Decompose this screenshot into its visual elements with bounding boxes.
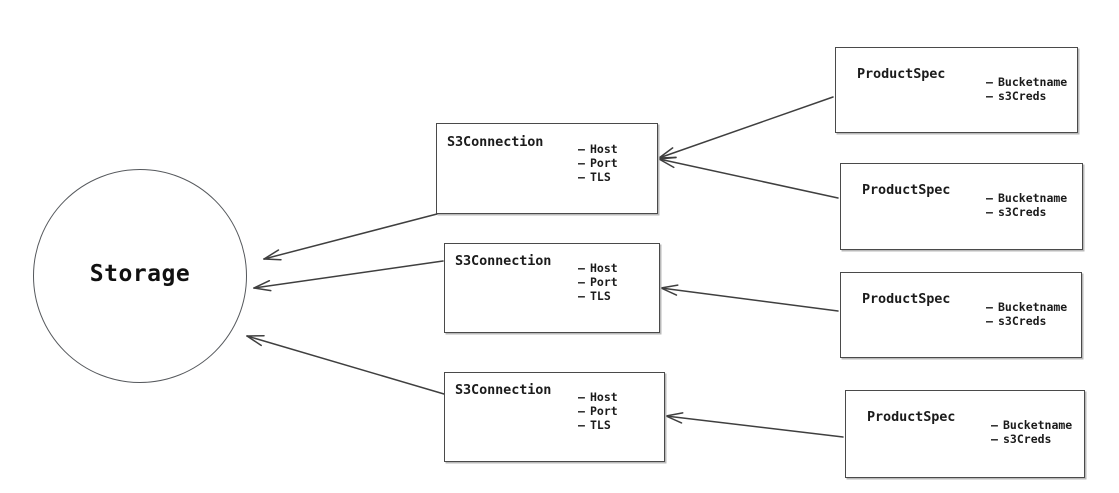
s3connection-node-2[interactable]	[444, 243, 660, 333]
productspec-attributes-2: –Bucketname–s3Creds	[986, 191, 1067, 219]
attribute-label: Host	[590, 390, 618, 404]
attribute-label: Bucketname	[998, 300, 1068, 314]
attribute-item: –Host	[578, 390, 618, 404]
s3connection-attributes-1: –Host–Port–TLS	[578, 142, 618, 184]
attribute-label: Host	[590, 261, 618, 275]
attribute-item: –s3Creds	[986, 205, 1067, 219]
bullet-dash-icon: –	[986, 314, 993, 328]
productspec-title-1: ProductSpec	[857, 66, 946, 82]
bullet-dash-icon: –	[578, 418, 585, 432]
attribute-item: –Port	[578, 275, 618, 289]
attribute-item: –Bucketname	[986, 300, 1067, 314]
attribute-item: –Host	[578, 261, 618, 275]
productspec-attributes-4: –Bucketname–s3Creds	[991, 418, 1072, 446]
s3connection-title-1: S3Connection	[447, 134, 544, 150]
bullet-dash-icon: –	[578, 170, 585, 184]
bullet-dash-icon: –	[986, 89, 993, 103]
attribute-label: Bucketname	[1003, 418, 1073, 432]
attribute-item: –Host	[578, 142, 618, 156]
bullet-dash-icon: –	[578, 289, 585, 303]
attribute-label: TLS	[590, 289, 611, 303]
arrow-productspec-3-to-s3connection-2	[660, 284, 839, 312]
attribute-item: –s3Creds	[986, 89, 1067, 103]
attribute-item: –Bucketname	[986, 75, 1067, 89]
bullet-dash-icon: –	[578, 275, 585, 289]
attribute-label: Port	[590, 156, 618, 170]
bullet-dash-icon: –	[991, 432, 998, 446]
attribute-item: –s3Creds	[986, 314, 1067, 328]
arrow-s3connection-2-to-storage	[253, 260, 444, 292]
attribute-item: –TLS	[578, 170, 618, 184]
attribute-label: s3Creds	[998, 205, 1047, 219]
arrow-layer	[246, 96, 844, 438]
arrow-productspec-4-to-s3connection-3	[665, 412, 844, 438]
attribute-item: –Port	[578, 156, 618, 170]
productspec-title-2: ProductSpec	[862, 182, 951, 198]
bullet-dash-icon: –	[578, 261, 585, 275]
attribute-item: –Bucketname	[991, 418, 1072, 432]
s3connection-attributes-2: –Host–Port–TLS	[578, 261, 618, 303]
attribute-label: TLS	[590, 170, 611, 184]
arrow-s3connection-1-to-storage	[263, 213, 438, 261]
attribute-label: s3Creds	[998, 314, 1047, 328]
bullet-dash-icon: –	[986, 75, 993, 89]
s3connection-attributes-3: –Host–Port–TLS	[578, 390, 618, 432]
attribute-label: Port	[590, 275, 618, 289]
attribute-label: s3Creds	[1003, 432, 1052, 446]
arrow-productspec-1-to-s3connection-1	[658, 96, 834, 159]
bullet-dash-icon: –	[991, 418, 998, 432]
arrow-productspec-2-to-s3connection-1	[658, 156, 839, 199]
s3connection-node-3[interactable]	[444, 372, 665, 462]
productspec-title-4: ProductSpec	[867, 409, 956, 425]
attribute-label: Bucketname	[998, 75, 1068, 89]
bullet-dash-icon: –	[986, 205, 993, 219]
s3connection-node-1[interactable]	[436, 123, 658, 214]
s3connection-title-3: S3Connection	[455, 382, 552, 398]
storage-circle-node[interactable]	[33, 169, 247, 383]
attribute-label: TLS	[590, 418, 611, 432]
s3connection-title-2: S3Connection	[455, 253, 552, 269]
attribute-label: Host	[590, 142, 618, 156]
attribute-item: –s3Creds	[991, 432, 1072, 446]
storage-label: Storage	[89, 261, 191, 287]
bullet-dash-icon: –	[578, 142, 585, 156]
attribute-label: s3Creds	[998, 89, 1047, 103]
productspec-attributes-3: –Bucketname–s3Creds	[986, 300, 1067, 328]
attribute-label: Bucketname	[998, 191, 1068, 205]
bullet-dash-icon: –	[578, 156, 585, 170]
productspec-node-2[interactable]	[840, 163, 1083, 250]
bullet-dash-icon: –	[986, 300, 993, 314]
attribute-item: –Bucketname	[986, 191, 1067, 205]
productspec-title-3: ProductSpec	[862, 291, 951, 307]
attribute-label: Port	[590, 404, 618, 418]
arrow-s3connection-3-to-storage	[246, 335, 445, 395]
attribute-item: –TLS	[578, 418, 618, 432]
productspec-node-1[interactable]	[835, 47, 1078, 133]
attribute-item: –TLS	[578, 289, 618, 303]
bullet-dash-icon: –	[986, 191, 993, 205]
productspec-attributes-1: –Bucketname–s3Creds	[986, 75, 1067, 103]
bullet-dash-icon: –	[578, 390, 585, 404]
attribute-item: –Port	[578, 404, 618, 418]
productspec-node-4[interactable]	[845, 390, 1085, 478]
bullet-dash-icon: –	[578, 404, 585, 418]
productspec-node-3[interactable]	[840, 272, 1082, 358]
